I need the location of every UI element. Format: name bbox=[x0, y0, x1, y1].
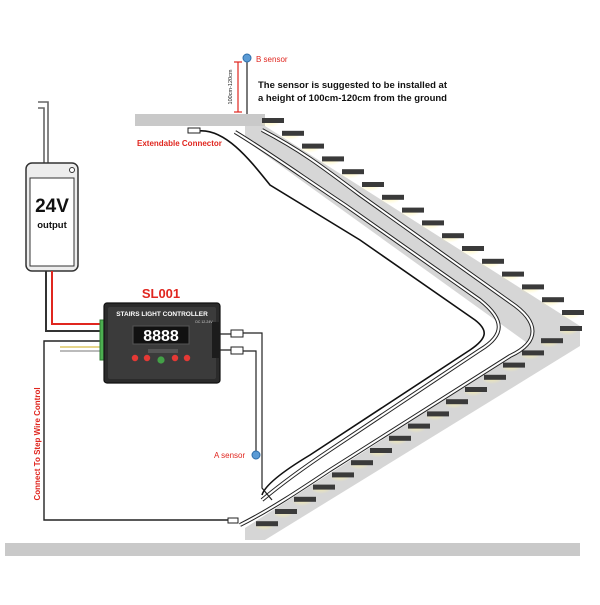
led-strip-upper-inner bbox=[234, 131, 500, 501]
led-display-digits: 8888 bbox=[143, 328, 179, 345]
extendable-connector bbox=[187, 127, 201, 134]
step-wire-bundle bbox=[43, 340, 230, 521]
lower-step-16 bbox=[275, 509, 297, 514]
step-wire-label: Connect To Step Wire Control bbox=[33, 387, 42, 500]
lower-step-6 bbox=[465, 387, 487, 392]
psu-output-wire-black bbox=[45, 271, 104, 332]
upper-landing bbox=[135, 114, 265, 126]
controller-button-1[interactable] bbox=[131, 354, 139, 362]
upper-step-8 bbox=[402, 207, 424, 213]
controller-rating: DC 12-24V bbox=[195, 320, 213, 324]
height-marker-label: 100cm-120cm bbox=[228, 69, 234, 104]
upper-step-5 bbox=[342, 169, 364, 175]
controller-model: SL001 bbox=[142, 286, 180, 301]
led-strip-lower-inner bbox=[239, 129, 534, 526]
install-note-line1: The sensor is suggested to be installed … bbox=[258, 80, 448, 91]
upper-step-1 bbox=[262, 118, 284, 123]
led-strip-lower bbox=[239, 128, 535, 527]
lower-step-9 bbox=[408, 423, 430, 429]
b-sensor-label: B sensor bbox=[256, 55, 288, 64]
upper-step-15 bbox=[542, 297, 564, 303]
upper-step-6 bbox=[362, 182, 384, 187]
upper-step-16 bbox=[562, 310, 584, 315]
upper-step-13 bbox=[502, 271, 524, 277]
lower-step-13 bbox=[332, 472, 354, 478]
controller-title: STAIRS LIGHT CONTROLLER bbox=[116, 311, 208, 318]
led-display bbox=[132, 325, 190, 345]
a-sensor-label: A sensor bbox=[214, 451, 245, 460]
ground-floor bbox=[5, 543, 580, 556]
controller-button-4[interactable] bbox=[183, 354, 191, 362]
upper-step-10 bbox=[442, 233, 464, 239]
controller-button-3[interactable] bbox=[171, 354, 179, 362]
upper-step-3 bbox=[302, 143, 324, 149]
b-sensor-dot bbox=[242, 53, 252, 63]
upper-step-2 bbox=[282, 130, 304, 136]
lower-step-12 bbox=[351, 460, 373, 466]
sensor-connector-a bbox=[230, 346, 244, 355]
a-sensor-dot bbox=[251, 450, 261, 460]
lower-step-11 bbox=[370, 448, 392, 453]
lower-step-17 bbox=[256, 521, 278, 527]
lower-step-8 bbox=[427, 411, 449, 417]
upper-step-11 bbox=[462, 246, 484, 251]
sensor-connector-b bbox=[230, 329, 244, 338]
upper-step-4 bbox=[322, 156, 344, 162]
lower-step-4 bbox=[503, 362, 525, 368]
staircase-body bbox=[245, 126, 580, 540]
upper-step-14 bbox=[522, 284, 544, 290]
psu-output-wire-red bbox=[51, 271, 104, 325]
lower-step-3 bbox=[522, 350, 544, 356]
psu-input-wires bbox=[38, 101, 49, 165]
lower-step-1 bbox=[560, 326, 582, 331]
lower-step-10 bbox=[389, 435, 411, 441]
lower-step-5 bbox=[484, 374, 506, 380]
psu-output-label: output bbox=[37, 220, 67, 231]
lower-step-7 bbox=[446, 399, 468, 405]
a-sensor-cable bbox=[243, 350, 257, 452]
lower-step-14 bbox=[313, 484, 335, 490]
controller-button-ok[interactable] bbox=[157, 356, 165, 364]
b-sensor-cable bbox=[243, 332, 273, 501]
controller-button-2[interactable] bbox=[143, 354, 151, 362]
psu-voltage: 24V bbox=[35, 196, 69, 217]
install-note-line2: a height of 100cm-120cm from the ground bbox=[258, 93, 447, 104]
lower-step-15 bbox=[294, 496, 316, 502]
upper-step-9 bbox=[422, 220, 444, 226]
upper-step-7 bbox=[382, 194, 404, 200]
upper-step-12 bbox=[482, 258, 504, 264]
extendable-cable bbox=[197, 130, 485, 496]
lower-step-2 bbox=[541, 338, 563, 344]
extendable-connector-label: Extendable Connector bbox=[137, 139, 222, 148]
